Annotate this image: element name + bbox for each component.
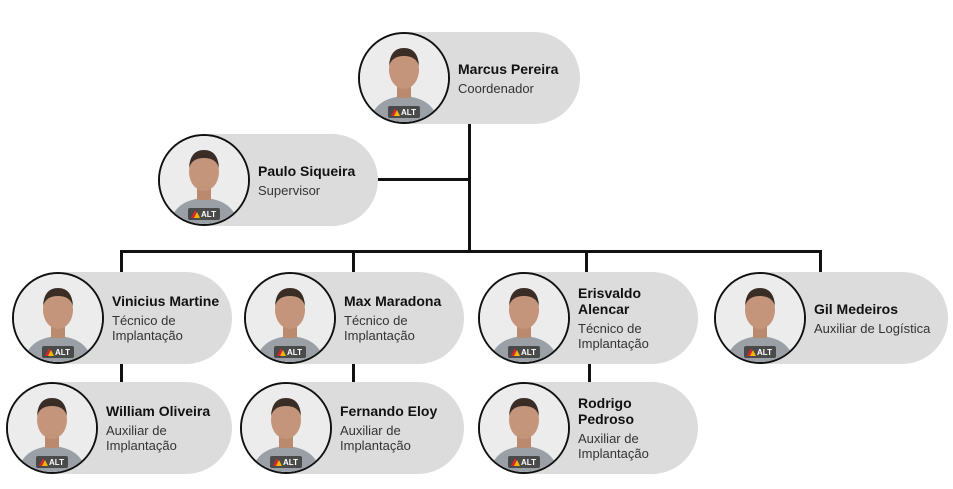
person-name: Fernando Eloy	[340, 403, 438, 419]
person-name: William Oliveira	[106, 403, 211, 419]
person-name: Rodrigo Pedroso	[578, 395, 635, 427]
connector-supervisor	[376, 178, 471, 181]
avatar: ALT	[240, 382, 332, 474]
alt-logo-icon: ALT	[508, 456, 540, 468]
avatar: ALT	[6, 382, 98, 474]
alt-logo-icon: ALT	[188, 208, 220, 220]
connector-erisvaldo-rodrigo	[588, 364, 591, 382]
alt-logo-icon: ALT	[42, 346, 74, 358]
person-card-marcus: ALT Marcus Pereira Coordenador	[358, 32, 580, 124]
person-role: Auxiliar de Logística	[814, 320, 931, 336]
person-card-william: ALT William Oliveira Auxiliar de Implant…	[6, 382, 232, 474]
svg-text:ALT: ALT	[521, 458, 536, 467]
person-name: Marcus Pereira	[458, 60, 559, 77]
avatar: ALT	[12, 272, 104, 364]
person-card-gil: ALT Gil Medeiros Auxiliar de Logística	[714, 272, 948, 364]
person-name: Erisvaldo Alencar	[578, 285, 642, 317]
connector-trunk	[468, 122, 471, 253]
svg-text:ALT: ALT	[283, 458, 298, 467]
avatar: ALT	[478, 382, 570, 474]
person-card-paulo: ALT Paulo Siqueira Supervisor	[158, 134, 378, 226]
svg-text:ALT: ALT	[49, 458, 64, 467]
person-role: Supervisor	[258, 182, 321, 198]
person-card-rodrigo: ALT Rodrigo Pedroso Auxiliar de Implanta…	[478, 382, 698, 474]
avatar: ALT	[244, 272, 336, 364]
person-role: Coordenador	[458, 80, 534, 96]
svg-text:ALT: ALT	[757, 348, 772, 357]
svg-text:ALT: ALT	[201, 210, 216, 219]
alt-logo-icon: ALT	[274, 346, 306, 358]
svg-text:ALT: ALT	[287, 348, 302, 357]
connector-drop-max	[352, 250, 355, 274]
svg-text:ALT: ALT	[521, 348, 536, 357]
person-role: Técnico de Implantação	[578, 321, 649, 351]
alt-logo-icon: ALT	[508, 346, 540, 358]
person-card-max: ALT Max Maradona Técnico de Implantação	[244, 272, 464, 364]
connector-drop-erisvaldo	[585, 250, 588, 274]
person-role: Auxiliar de Implantação	[340, 423, 411, 453]
avatar: ALT	[478, 272, 570, 364]
person-name: Max Maradona	[344, 293, 442, 309]
avatar: ALT	[358, 32, 450, 124]
person-role: Técnico de Implantação	[112, 313, 183, 343]
person-role: Auxiliar de Implantação	[106, 423, 177, 453]
avatar: ALT	[714, 272, 806, 364]
person-card-fernando: ALT Fernando Eloy Auxiliar de Implantaçã…	[240, 382, 464, 474]
connector-max-fernando	[352, 364, 355, 382]
connector-vinicius-william	[120, 364, 123, 382]
alt-logo-icon: ALT	[36, 456, 68, 468]
connector-horizontal	[120, 250, 822, 253]
alt-logo-icon: ALT	[270, 456, 302, 468]
svg-text:ALT: ALT	[55, 348, 70, 357]
person-name: Vinicius Martine	[112, 293, 220, 309]
connector-drop-vinicius	[120, 250, 123, 274]
person-card-erisvaldo: ALT Erisvaldo Alencar Técnico de Implant…	[478, 272, 698, 364]
person-role: Auxiliar de Implantação	[578, 431, 649, 461]
person-role: Técnico de Implantação	[344, 313, 415, 343]
person-name: Gil Medeiros	[814, 300, 899, 317]
connector-drop-gil	[819, 250, 822, 274]
svg-text:ALT: ALT	[401, 108, 416, 117]
alt-logo-icon: ALT	[744, 346, 776, 358]
alt-logo-icon: ALT	[388, 106, 420, 118]
person-name: Paulo Siqueira	[258, 162, 356, 179]
avatar: ALT	[158, 134, 250, 226]
person-card-vinicius: ALT Vinicius Martine Técnico de Implanta…	[12, 272, 232, 364]
